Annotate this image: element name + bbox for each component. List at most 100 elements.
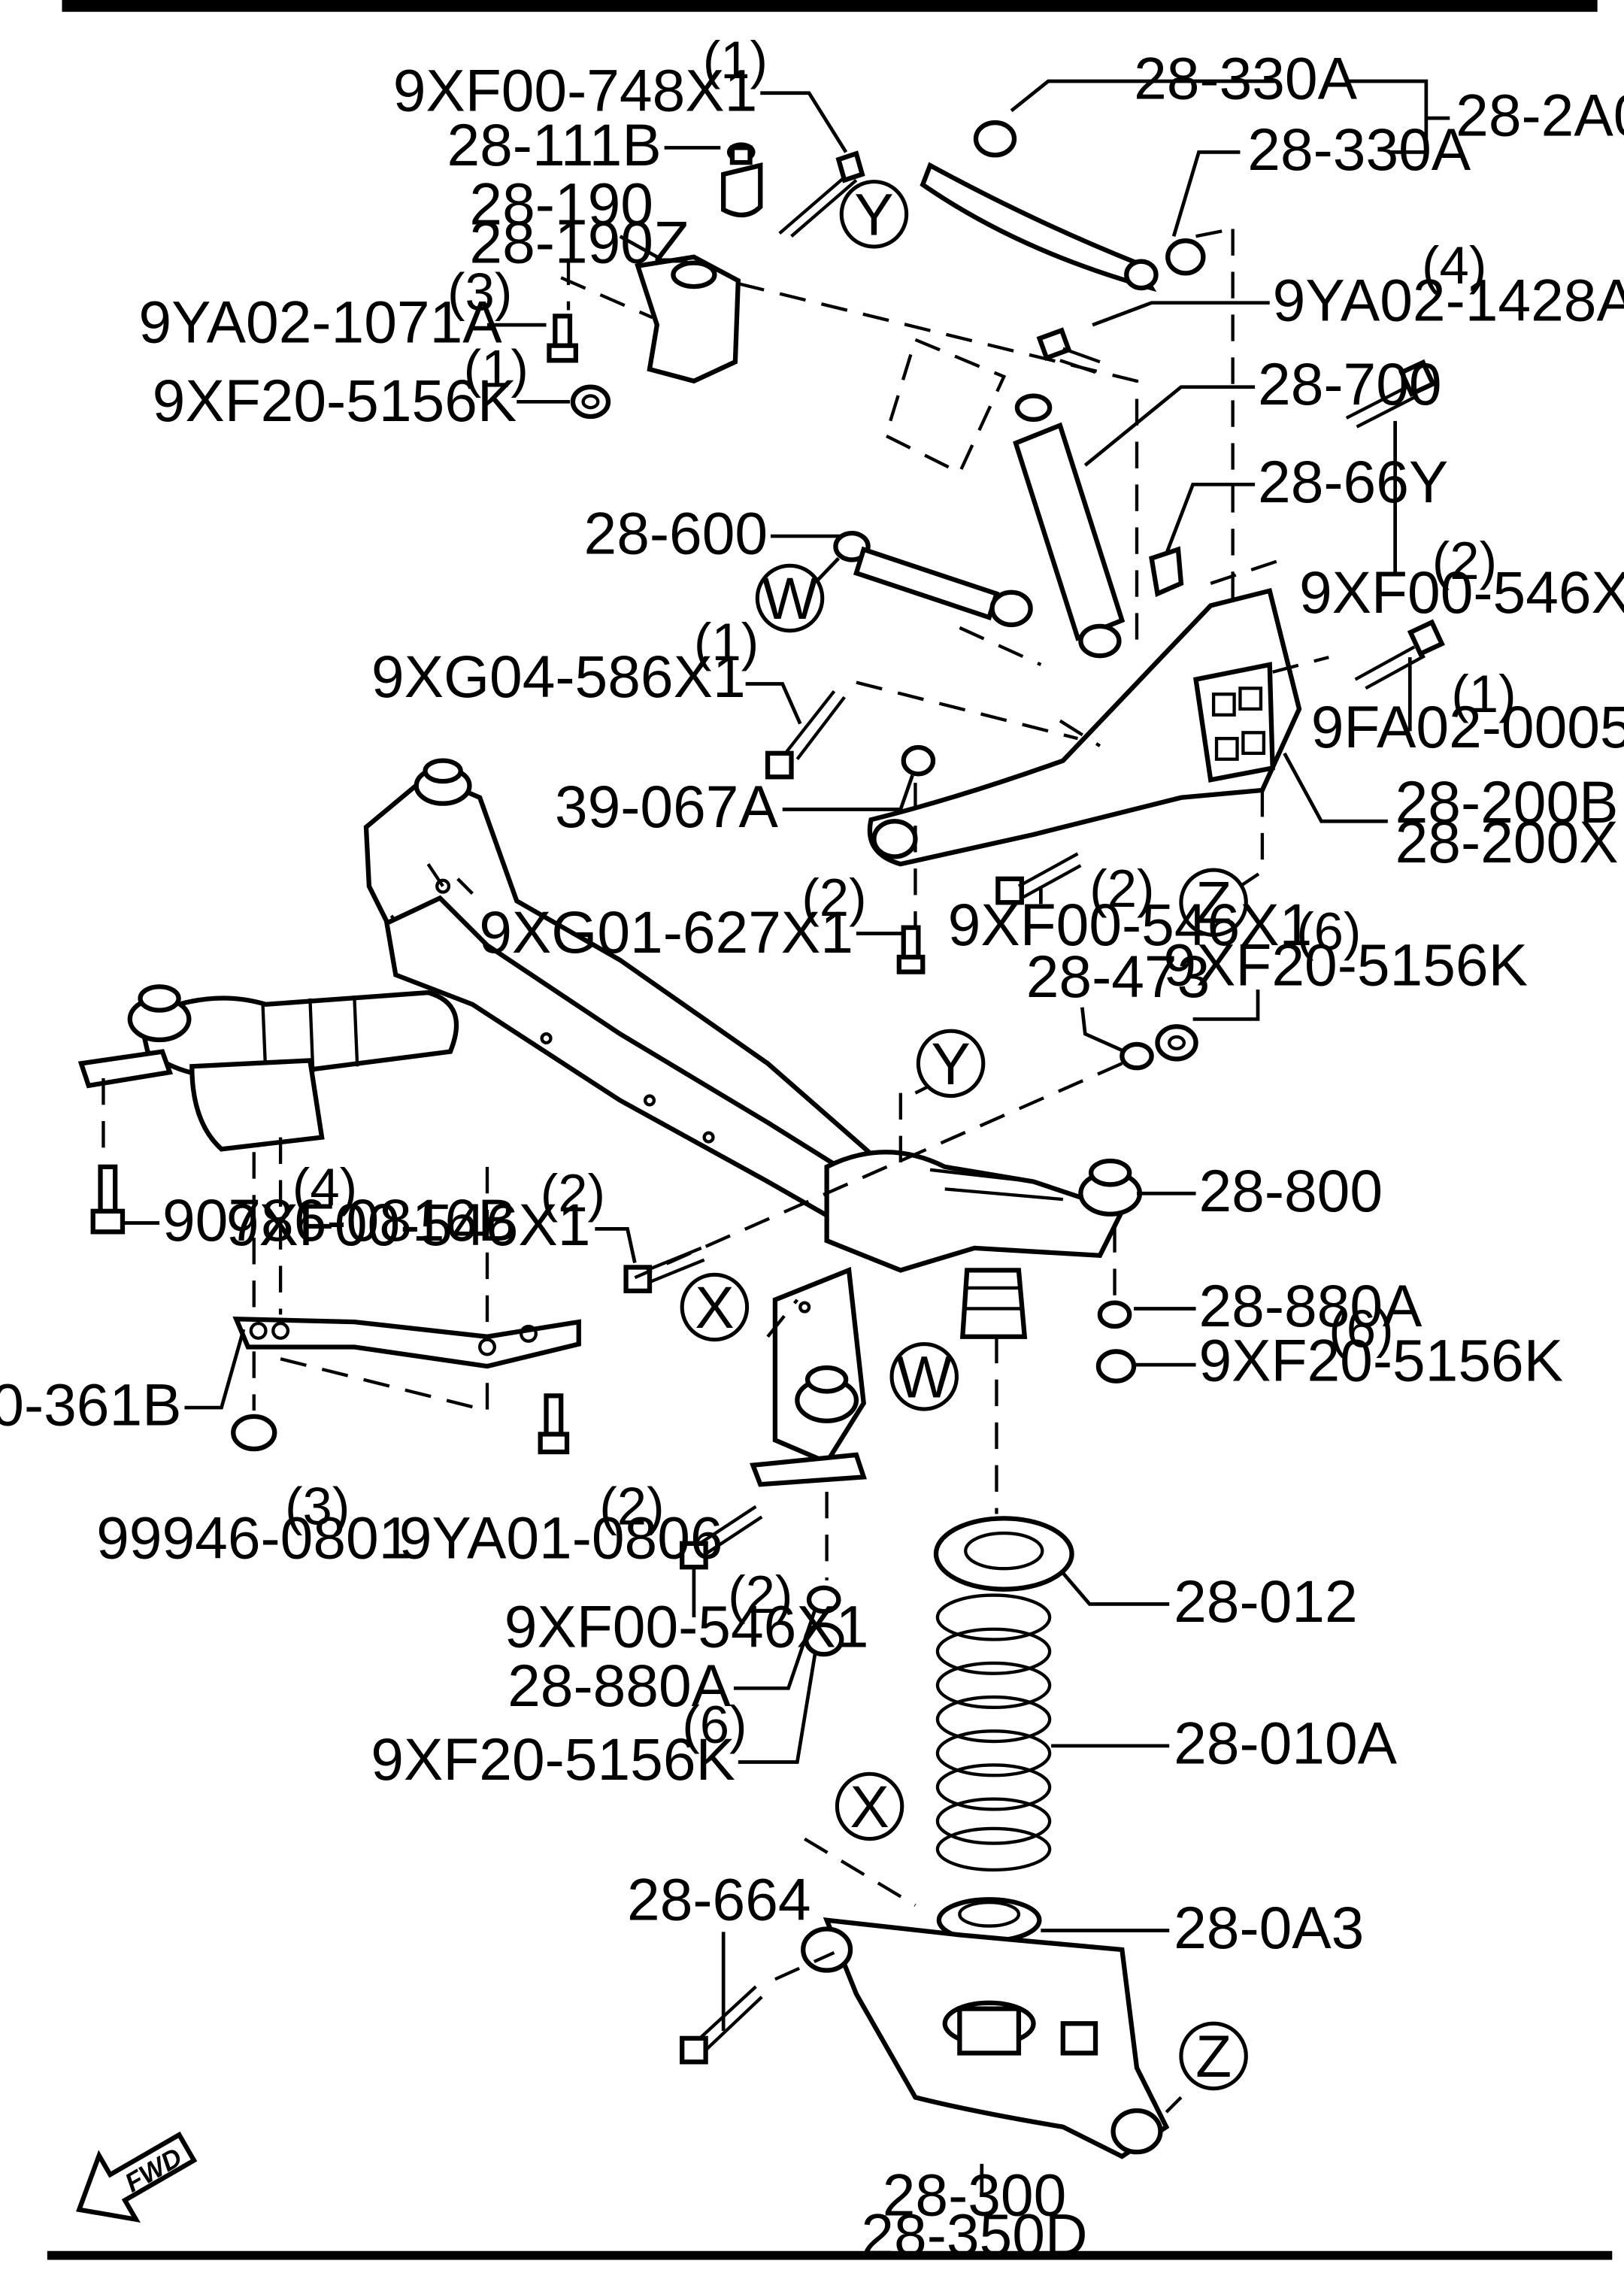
label-28-190: 28-190 [469, 171, 653, 238]
label-9xf00-546x1-d: 9XF00-546X1 [504, 1593, 869, 1659]
qty-9ya02-1428a: (4) [1422, 235, 1486, 295]
label-28-66y: 28-66Y [1258, 449, 1448, 515]
leader-lines [121, 79, 1450, 2194]
washer-28-880a-lower [806, 1585, 841, 1614]
label-9ya02-1071a: 9YA02-1071A [138, 289, 502, 356]
bolt-9xf00-546x1-middle [995, 852, 1082, 905]
top-border-rule [62, 0, 1598, 12]
bolt-28-664 [680, 1985, 763, 2065]
connector-y-mid: Y [916, 1029, 986, 1099]
label-28-330a-1: 28-330A [1134, 46, 1358, 112]
nut-9xf20-5156k-right [1095, 1349, 1137, 1383]
label-90786-0816b: 90786-0816B [162, 1187, 517, 1253]
label-9xf20-5156k-a: 9XF20-5156K [153, 368, 517, 434]
bolt-90786-0816b [90, 1164, 126, 1235]
connector-x-low-letter: X [850, 1774, 889, 1840]
connector-y-top-letter: Y [854, 181, 893, 247]
connector-z-mid: Z [1179, 868, 1248, 938]
crossmember-subframe [77, 758, 1143, 1487]
qty-9xf20-5156k-a: (1) [464, 339, 529, 399]
qty-99946-0801: (3) [285, 1476, 350, 1535]
label-28-880a-a: 28-880A [1198, 1273, 1423, 1339]
nut-9xf20-5156k-middle [1155, 1024, 1198, 1062]
bump-stop-28-111b [721, 142, 763, 217]
label-28-664: 28-664 [627, 1867, 811, 1933]
label-39-067a: 39-067A [555, 774, 779, 840]
connector-z-low-letter: Z [1195, 2023, 1232, 2090]
label-28-880a-b: 28-880A [508, 1653, 732, 1719]
bolt-9ya02-1071a [547, 314, 578, 363]
label-9ya01-0806: 9YA01-0806 [399, 1505, 723, 1571]
coil-spring-28-010a [935, 1593, 1052, 1872]
label-28-300: 28-300 [883, 2162, 1067, 2229]
label-28-200b: 28-200B [1395, 769, 1619, 835]
qty-9xf20-5156k-d: (6) [682, 1695, 747, 1754]
bolt-9xf00-748x1 [778, 150, 865, 238]
label-9xf00-546x1-b: 9XF00-546X1 [948, 892, 1313, 958]
label-99946-0801: 99946-0801 [96, 1505, 411, 1571]
label-9xg01-627x1: 9XG01-627X1 [479, 899, 853, 965]
qty-9ya01-0806: (2) [599, 1476, 664, 1535]
label-9fa02-00058: 9FA02-00058 [1311, 694, 1624, 760]
part-labels: (1) 9XF00-748X1 28-111B 28-190 28-190Z (… [0, 30, 1624, 2268]
label-28-700: 28-700 [1258, 351, 1442, 417]
qty-9fa02-00058: (1) [1451, 664, 1516, 723]
washer-28-473 [1120, 1041, 1154, 1071]
bolt-9xf00-546x1-upper [1345, 359, 1437, 429]
fwd-arrow-icon: FWD [76, 2131, 198, 2223]
washer-28-880a-right [1097, 1300, 1132, 1329]
qty-9ya02-1071a: (3) [447, 262, 512, 322]
label-9xf20-5156k-d: 9XF20-5156K [371, 1726, 735, 1793]
qty-9xf20-5156k-c: (6) [1329, 1299, 1393, 1359]
qty-90786-0816b: (4) [292, 1157, 357, 1217]
qty-9xf20-5156k-b: (6) [1296, 902, 1361, 961]
spring-seat-28-0a3 [936, 1897, 1042, 1944]
qty-9xg01-627x1: (2) [801, 868, 866, 927]
connector-x-mid-letter: X [695, 1274, 734, 1341]
label-28-0a3: 28-0A3 [1174, 1895, 1364, 1961]
label-9xf00-748x1: 9XF00-748X1 [393, 57, 758, 123]
connector-w-mid: W [889, 1342, 959, 1411]
label-28-2a0: 28-2A0 [1456, 83, 1624, 149]
bolt-9ya01-0806 [538, 1393, 570, 1455]
upper-arm-28-330a [920, 120, 1206, 292]
shock-absorber-28-700 [1013, 393, 1126, 659]
label-28-200x: 28-200X [1395, 809, 1619, 875]
bottom-border-rule [47, 2250, 1613, 2260]
label-9xf00-546x1-a: 9XF00-546X1 [1299, 559, 1624, 626]
label-70-361b: 70-361B [0, 1372, 182, 1438]
label-9xf20-5156k-b: 9XF20-5156K [1163, 932, 1528, 998]
label-9xf20-5156k-c: 9XF20-5156K [1198, 1328, 1563, 1394]
label-28-800: 28-800 [1198, 1158, 1383, 1224]
label-28-010a: 28-010A [1174, 1710, 1398, 1776]
label-28-111b: 28-111B [447, 112, 661, 178]
connector-z-mid-letter: Z [1195, 870, 1232, 936]
bolt-9fa02-00058 [1354, 619, 1445, 690]
label-9xf00-546x1-c: 9XF00-546X1 [226, 1192, 591, 1258]
connector-w-top: W [755, 563, 825, 633]
connector-y-mid-letter: Y [931, 1031, 970, 1097]
alignment-lines [102, 227, 1329, 2114]
qty-9xf00-546x1-c: (2) [541, 1163, 605, 1223]
lateral-link-28-600 [833, 531, 1033, 628]
connector-x-mid: X [680, 1272, 750, 1342]
bump-stop-boot [959, 1268, 1028, 1339]
qty-9xf00-748x1: (1) [703, 30, 768, 89]
qty-9xf00-546x1-a: (2) [1432, 531, 1497, 590]
connector-z-low: Z [1179, 2021, 1248, 2091]
bolt-9ya02-1428a [1036, 327, 1101, 374]
label-28-350d: 28-350D [861, 2202, 1087, 2268]
label-28-190z: 28-190Z [469, 210, 689, 276]
bolt-9xg04-586x1 [765, 690, 846, 780]
label-28-600: 28-600 [584, 501, 768, 567]
label-28-330a-2: 28-330A [1247, 117, 1471, 183]
label-9ya02-1428a: 9YA02-1428A [1273, 267, 1624, 333]
nut-99946-0801 [231, 1414, 277, 1452]
label-9xg04-586x1: 9XG04-586X1 [371, 644, 746, 710]
bracket-28-66y [1149, 546, 1184, 598]
qty-9xf00-546x1-d: (2) [728, 1565, 792, 1624]
bolt-9xg01-627x1 [896, 925, 926, 974]
bracket-70-361b [232, 1316, 581, 1369]
connector-x-low: X [835, 1771, 904, 1841]
